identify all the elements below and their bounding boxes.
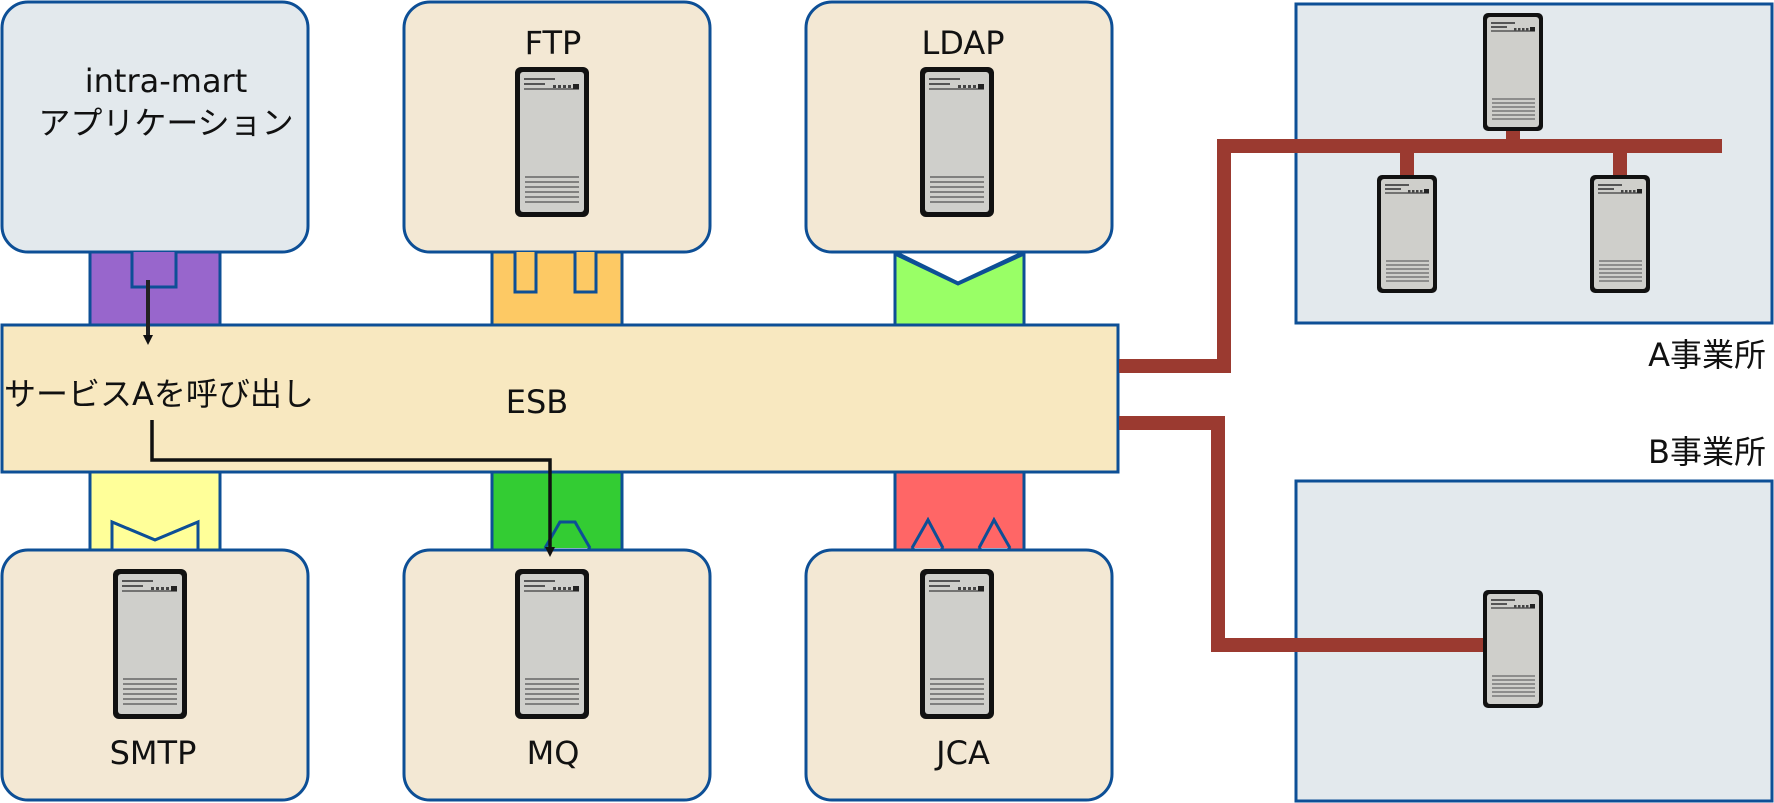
smtp-server-icon: [112, 568, 188, 720]
ftp-label: FTP: [525, 24, 582, 62]
network-line-b: [1119, 416, 1490, 652]
esb-label: ESB: [506, 383, 568, 421]
site-a-server-icon: [1376, 174, 1438, 294]
site-a-server-icon: [1482, 12, 1544, 132]
mq-label: MQ: [527, 734, 580, 772]
app-label-line2: アプリケーション: [38, 104, 293, 142]
app-label-line1: intra-mart: [85, 62, 248, 100]
smtp-adapter: [88, 470, 222, 552]
site-b-label: B事業所: [1648, 433, 1766, 471]
call-flow-line: [150, 420, 555, 557]
jca-server-icon: [919, 568, 995, 720]
ftp-server-icon: [514, 66, 590, 218]
esb-bus: [0, 323, 1120, 474]
ftp-adapter: [490, 250, 624, 327]
smtp-label: SMTP: [110, 734, 197, 772]
site-a-server-icon: [1589, 174, 1651, 294]
ldap-label: LDAP: [921, 24, 1004, 62]
ldap-server-icon: [919, 66, 995, 218]
site-b-server-icon: [1482, 589, 1544, 709]
network-line-a: [1119, 130, 1722, 373]
call-service-label: サービスAを呼び出し: [4, 375, 314, 413]
jca-label: JCA: [934, 734, 990, 772]
site-a-label: A事業所: [1648, 336, 1766, 374]
mq-server-icon: [514, 568, 590, 720]
